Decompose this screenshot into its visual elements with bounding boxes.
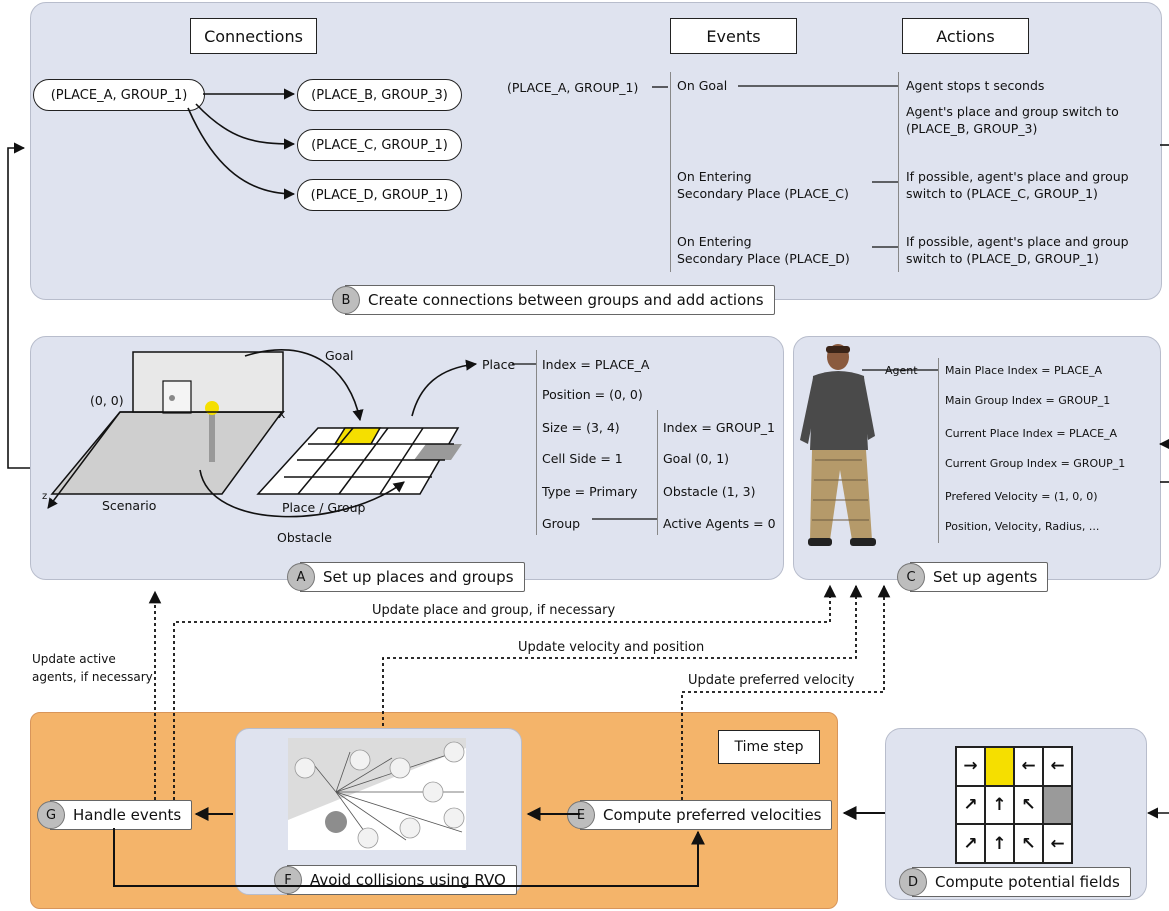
- agent-main-group: Main Group Index = GROUP_1: [945, 394, 1111, 407]
- field-cell: ←: [1014, 747, 1043, 786]
- action-stop: Agent stops t seconds: [906, 78, 1045, 93]
- event-connectors: [512, 85, 938, 520]
- field-cell: ↖: [1014, 824, 1043, 863]
- action-switch-c-line2: switch to (PLACE_C, GROUP_1): [906, 186, 1098, 201]
- origin-label: (0, 0): [90, 393, 124, 408]
- group-active-agents: Active Agents = 0: [663, 516, 776, 531]
- place-index: Index = PLACE_A: [542, 357, 650, 372]
- goal-cell: [985, 747, 1014, 786]
- action-switch-c-line1: If possible, agent's place and group: [906, 169, 1129, 184]
- update-flows: [148, 584, 891, 800]
- step-b-label: B Create connections between groups and …: [332, 285, 775, 315]
- step-b-text: Create connections between groups and ad…: [368, 291, 764, 309]
- scenario-drawing: [47, 351, 284, 509]
- actions-header: Actions: [902, 18, 1029, 54]
- goal-label: Goal: [325, 348, 354, 363]
- step-g-badge: G: [37, 801, 65, 829]
- action-switch-b-line1: Agent's place and group switch to: [906, 104, 1119, 119]
- field-cell: ←: [1043, 824, 1072, 863]
- place-size: Size = (3, 4): [542, 420, 620, 435]
- obstacle-cell: [1043, 785, 1072, 825]
- field-cell: ←: [1043, 747, 1072, 786]
- step-a-badge: A: [287, 563, 315, 591]
- group-label: Group: [542, 516, 581, 531]
- update-preferred-text: Update preferred velocity: [688, 673, 855, 688]
- step-d-text: Compute potential fields: [935, 873, 1120, 891]
- events-divider: [670, 72, 671, 272]
- events-header: Events: [670, 18, 797, 54]
- field-cell: ↖: [1014, 785, 1043, 825]
- step-d-label: D Compute potential fields: [899, 867, 1131, 897]
- group-obstacle: Obstacle (1, 3): [663, 484, 756, 499]
- place-group-label: Place / Group: [282, 500, 366, 515]
- actions-divider: [898, 72, 899, 272]
- step-a-text: Set up places and groups: [323, 568, 514, 586]
- connections-header: Connections: [190, 18, 317, 54]
- step-f-text: Avoid collisions using RVO: [310, 871, 506, 889]
- field-cell: ↗: [956, 824, 985, 863]
- place-divider: [536, 350, 537, 535]
- update-place-group-text: Update place and group, if necessary: [372, 603, 616, 618]
- agent-figure: [800, 344, 876, 546]
- event-entering-d-line2: Secondary Place (PLACE_D): [677, 251, 850, 266]
- agent-main-place: Main Place Index = PLACE_A: [945, 364, 1102, 377]
- step-e-text: Compute preferred velocities: [603, 806, 822, 824]
- update-active-line2: agents, if necessary: [32, 670, 153, 684]
- update-active-line1: Update active: [32, 652, 116, 666]
- event-entering-c-line1: On Entering: [677, 169, 752, 184]
- field-cell: →: [956, 747, 985, 786]
- node-place-d: (PLACE_D, GROUP_1): [297, 179, 462, 211]
- update-velocity-text: Update velocity and position: [518, 640, 705, 655]
- step-c-badge: C: [897, 563, 925, 591]
- agent-current-group: Current Group Index = GROUP_1: [945, 457, 1126, 470]
- step-e-label: E Compute preferred velocities: [567, 800, 833, 830]
- event-source: (PLACE_A, GROUP_1): [507, 80, 639, 95]
- group-goal: Goal (0, 1): [663, 451, 730, 466]
- panel-a-arrows: [199, 349, 478, 518]
- group-index: Index = GROUP_1: [663, 420, 775, 435]
- right-connectors: [1146, 144, 1169, 819]
- action-switch-b-line2: (PLACE_B, GROUP_3): [906, 121, 1038, 136]
- event-entering-c-line2: Secondary Place (PLACE_C): [677, 186, 849, 201]
- step-d-badge: D: [899, 868, 927, 896]
- agent-preferred-velocity: Prefered Velocity = (1, 0, 0): [945, 490, 1098, 503]
- place-type: Type = Primary: [542, 484, 638, 499]
- rvo-illustration: [288, 738, 466, 850]
- time-step-flows: [113, 806, 885, 887]
- node-place-a: (PLACE_A, GROUP_1): [33, 79, 205, 111]
- connection-arrows: [187, 88, 296, 200]
- agent-divider: [938, 358, 939, 543]
- step-f-label: F Avoid collisions using RVO: [274, 865, 517, 895]
- step-c-text: Set up agents: [933, 568, 1038, 586]
- node-place-b: (PLACE_B, GROUP_3): [297, 79, 462, 111]
- potential-field-grid: → ← ← ↗ ↑ ↖ ↗ ↑ ↖ ←: [955, 746, 1073, 864]
- field-cell: ↑: [985, 824, 1014, 863]
- place-cell-side: Cell Side = 1: [542, 451, 623, 466]
- time-step-title: Time step: [718, 730, 820, 764]
- field-cell: ↗: [956, 785, 985, 825]
- obstacle-label: Obstacle: [277, 530, 332, 545]
- step-f-badge: F: [274, 866, 302, 894]
- event-on-goal: On Goal: [677, 78, 728, 93]
- step-a-label: A Set up places and groups: [287, 562, 525, 592]
- step-g-label: G Handle events: [37, 800, 193, 830]
- node-place-c: (PLACE_C, GROUP_1): [297, 129, 462, 161]
- scenario-label: Scenario: [102, 498, 157, 513]
- action-switch-d-line1: If possible, agent's place and group: [906, 234, 1129, 249]
- group-divider: [657, 410, 658, 535]
- field-cell: ↑: [985, 785, 1014, 825]
- step-g-text: Handle events: [73, 806, 182, 824]
- place-group-grid: [256, 427, 462, 495]
- event-entering-d-line1: On Entering: [677, 234, 752, 249]
- place-label: Place: [482, 357, 516, 372]
- loop-connector: [7, 142, 30, 469]
- step-b-badge: B: [332, 286, 360, 314]
- place-position: Position = (0, 0): [542, 387, 643, 402]
- agent-other-props: Position, Velocity, Radius, ...: [945, 520, 1100, 533]
- agent-current-place: Current Place Index = PLACE_A: [945, 427, 1118, 440]
- step-c-label: C Set up agents: [897, 562, 1049, 592]
- z-axis-label: z: [42, 491, 48, 502]
- action-switch-d-line2: switch to (PLACE_D, GROUP_1): [906, 251, 1099, 266]
